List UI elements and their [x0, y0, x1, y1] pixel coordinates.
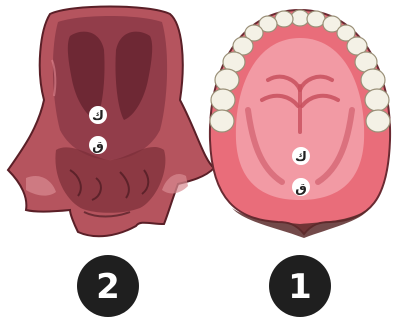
tongue-label-kaf: ك — [89, 106, 107, 124]
tooth — [307, 11, 325, 27]
palate-label-qaf-text: ق — [295, 181, 307, 196]
palate-label-qaf: ق — [292, 178, 310, 196]
tooth — [211, 89, 235, 111]
palate-label-kaf-text: ك — [295, 150, 307, 165]
tooth — [366, 110, 390, 132]
tooth — [215, 69, 239, 91]
tooth — [275, 11, 293, 27]
tongue-illustration — [8, 7, 214, 237]
tooth — [291, 10, 309, 26]
tooth — [361, 69, 385, 91]
panel-1-badge: 1 — [269, 255, 331, 317]
panel-2-badge: 2 — [77, 255, 139, 317]
tongue-label-qaf-text: ق — [92, 139, 104, 154]
palate-label-kaf: ك — [292, 147, 310, 165]
panel-2-badge-number: 2 — [96, 267, 120, 307]
tooth — [365, 89, 389, 111]
tooth — [210, 110, 234, 132]
tongue-label-qaf: ق — [89, 136, 107, 154]
tongue-label-kaf-text: ك — [92, 109, 104, 124]
panel-1-badge-number: 1 — [288, 267, 312, 307]
palate-illustration — [210, 10, 390, 238]
